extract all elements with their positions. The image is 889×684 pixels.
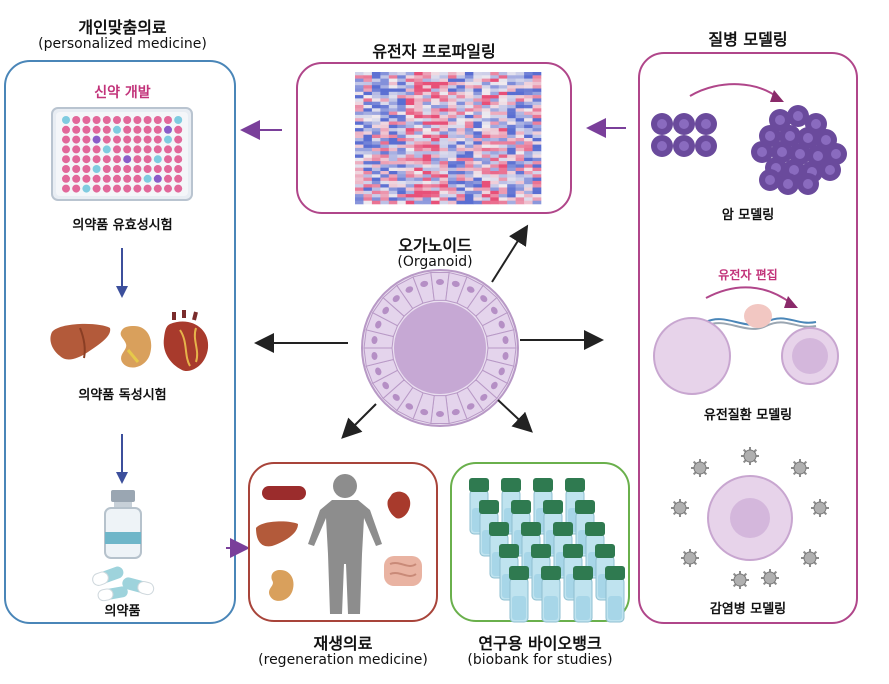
right-panel-title: 질병 모델링 (708, 30, 788, 49)
left-panel-box (4, 60, 236, 624)
heart-organ-icon (387, 491, 411, 519)
blood-vessel-icon (262, 486, 306, 500)
drug-development-label: 신약 개발 (94, 85, 151, 101)
gene-profiling-box (296, 62, 572, 214)
regeneration-subtitle: (regeneration medicine) (258, 652, 428, 668)
arrow-down-icon (116, 434, 128, 484)
disease-modeling-box (638, 52, 858, 624)
tube-rack-icon (469, 478, 625, 623)
regen-illustration (256, 474, 422, 614)
well-plate-icon (51, 107, 193, 201)
liver-icon (50, 323, 111, 360)
cancer-modeling-label: 암 모델링 (721, 208, 775, 223)
kidney-icon (120, 326, 152, 368)
human-figure-icon (308, 474, 382, 614)
kidney-icon (269, 570, 294, 601)
heatmap (355, 72, 542, 205)
arrow-down-icon (116, 248, 128, 298)
regeneration-title: 재생의료 (313, 634, 373, 653)
drug-label: 의약품 (104, 604, 141, 619)
gene-edit-icon (653, 286, 839, 395)
organoid-title: 오가노이드 (398, 236, 472, 255)
genetic-disease-label: 유전질환 모델링 (703, 408, 793, 423)
top-panel-title: 유전자 프로파일링 (372, 42, 496, 61)
infection-modeling-label: 감염병 모델링 (709, 602, 787, 617)
vial-icon (104, 490, 142, 559)
cancer-cells-icon (651, 83, 847, 195)
intestine-icon (384, 556, 422, 586)
biobank-subtitle: (biobank for studies) (467, 652, 613, 668)
toxicity-test-label: 의약품 독성시험 (78, 388, 167, 403)
biobank-box (450, 462, 630, 622)
left-panel-subtitle: (personalized medicine) (38, 36, 207, 52)
efficacy-test-label: 의약품 유효성시험 (72, 218, 173, 233)
biobank-title: 연구용 바이오뱅크 (478, 634, 602, 653)
organoid-icon (361, 269, 519, 427)
left-panel-title: 개인맞춤의료 (78, 18, 167, 37)
regeneration-box (248, 462, 438, 622)
gene-edit-label: 유전자 편집 (718, 268, 778, 282)
organoid-subtitle: (Organoid) (397, 254, 473, 270)
heart-organ-icon (163, 310, 209, 372)
capsule-icon (92, 566, 155, 602)
infection-icon (671, 447, 829, 589)
liver-icon (256, 521, 298, 547)
